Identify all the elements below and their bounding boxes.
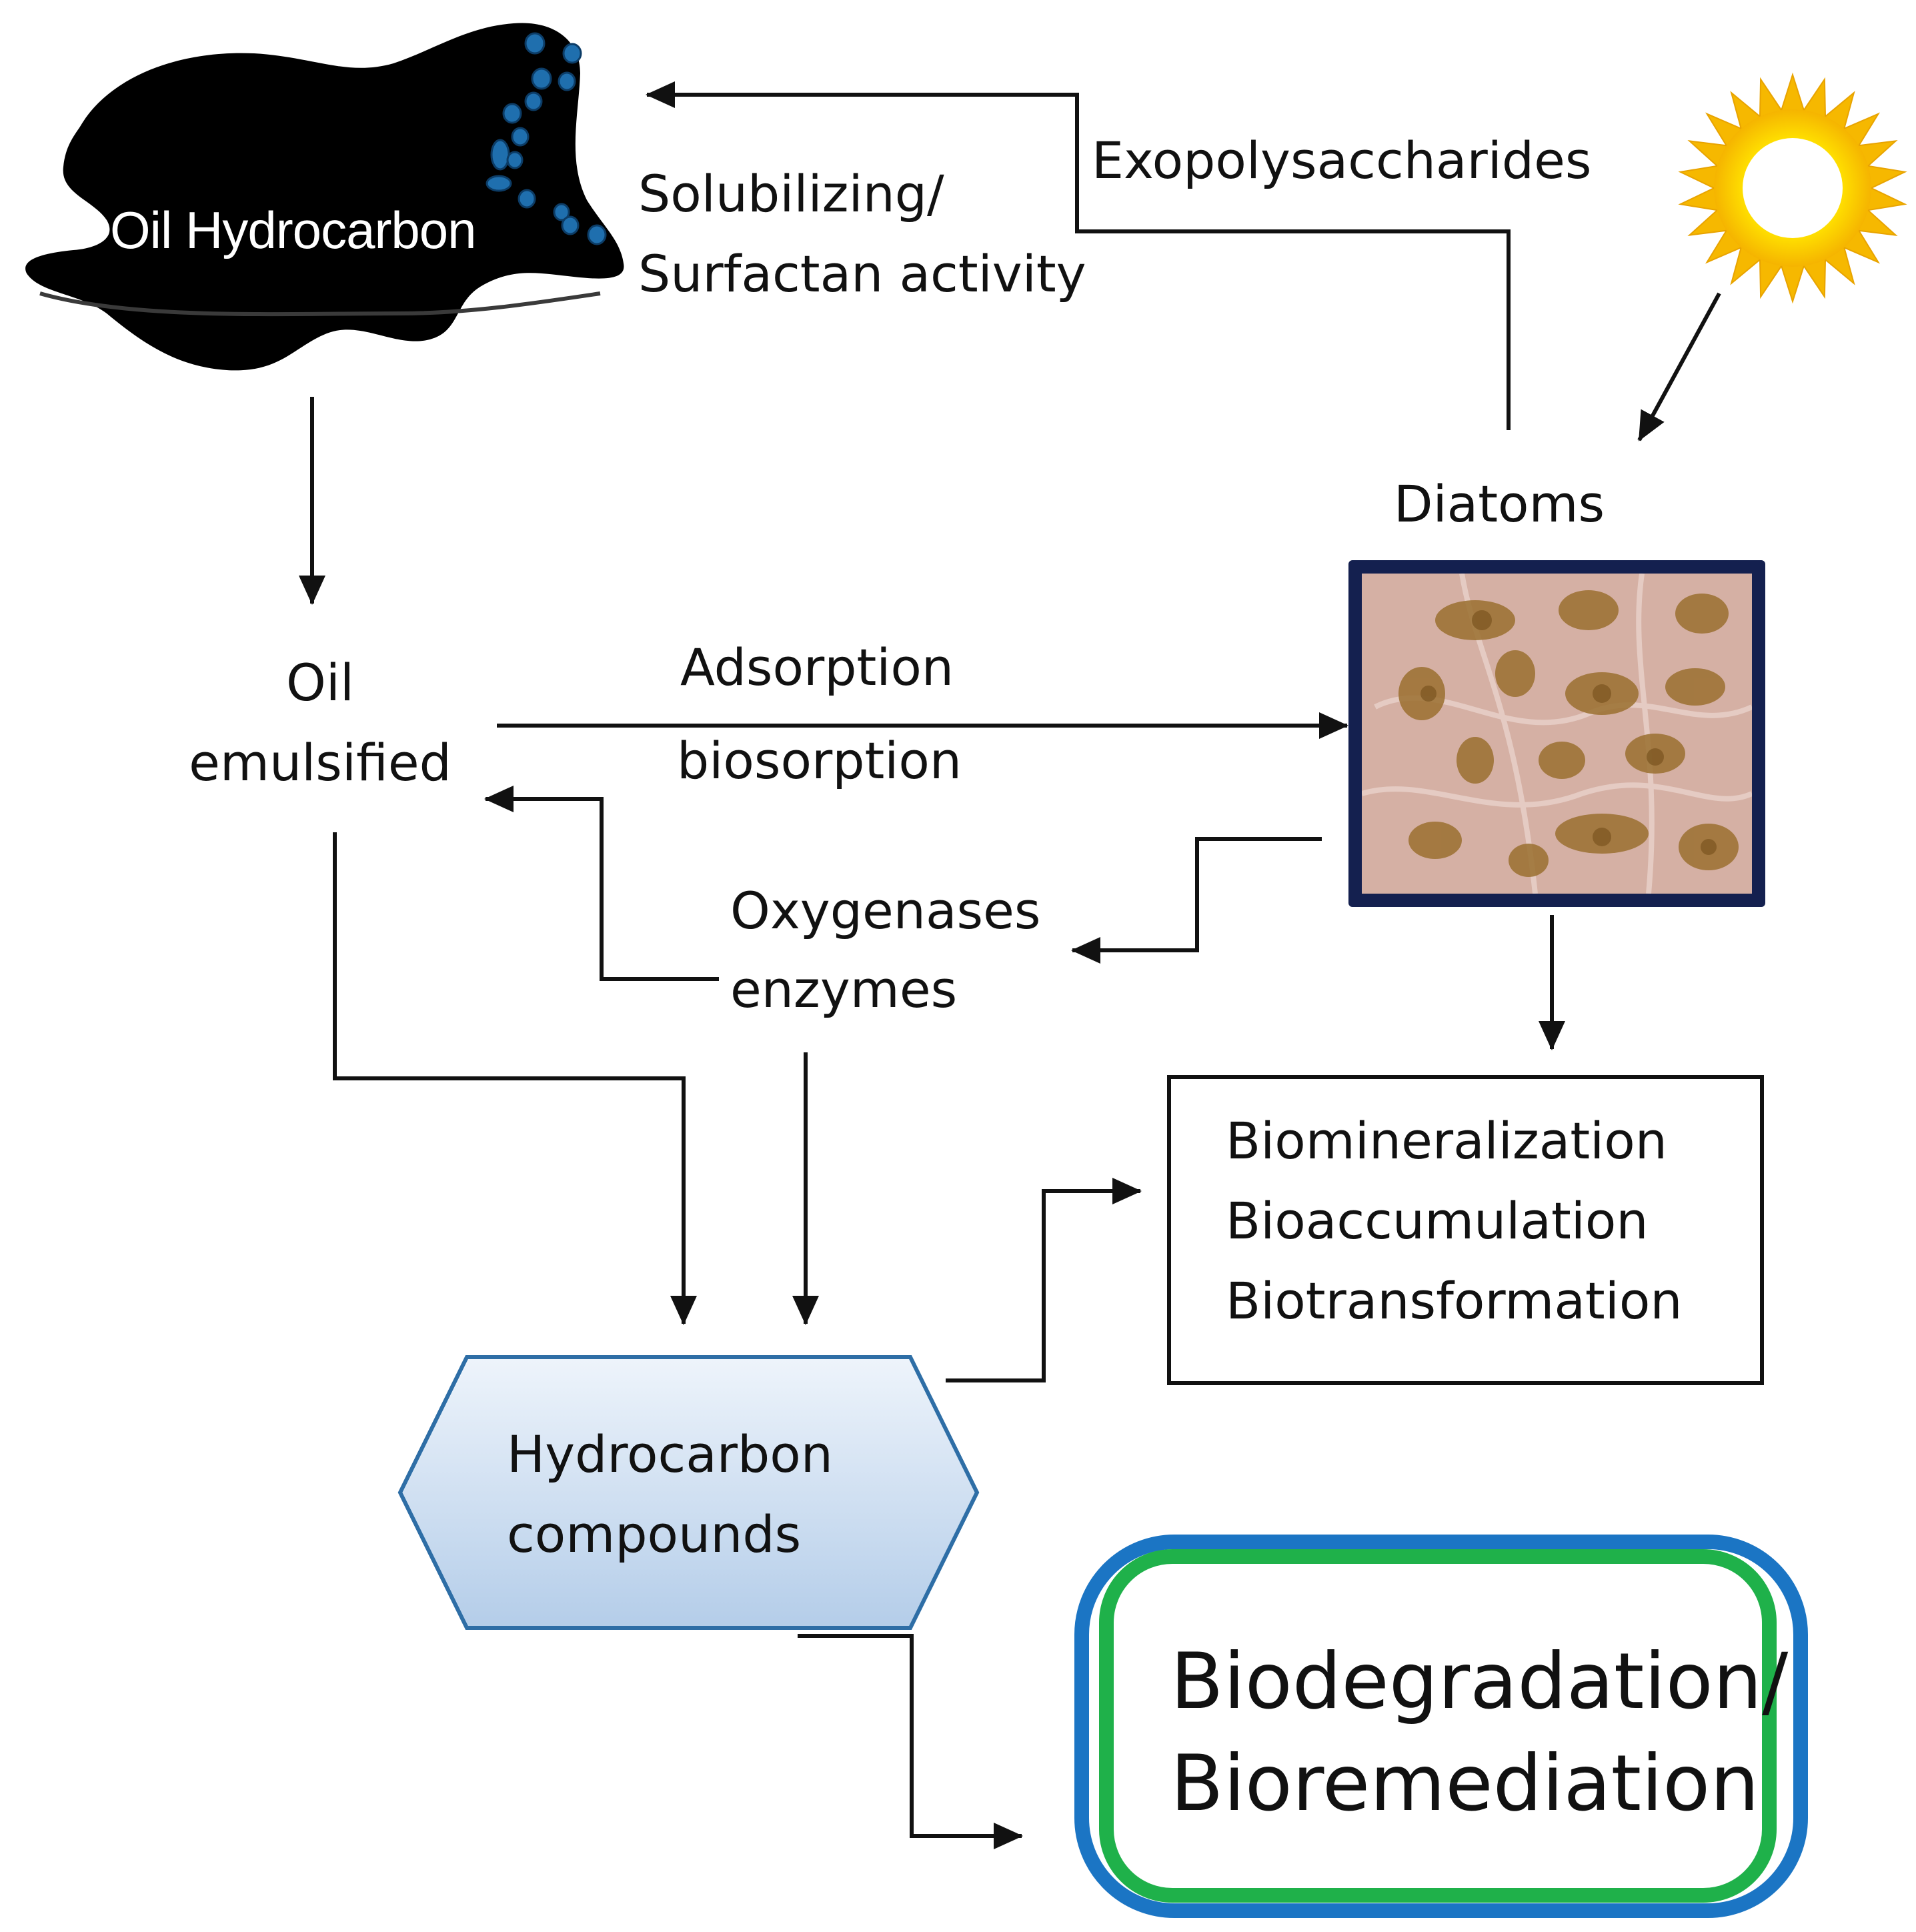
biodegradation-label: Biodegradation/ bbox=[1170, 1637, 1789, 1727]
processes-box: Biomineralization Bioaccumulation Biotra… bbox=[1167, 1075, 1764, 1385]
arrow-hydrocarbon-to-processes bbox=[946, 1178, 1142, 1382]
oil-emulsified-label-line2: emulsified bbox=[189, 733, 451, 792]
biosorption-label: biosorption bbox=[677, 731, 962, 790]
enzymes-label: enzymes bbox=[730, 960, 958, 1019]
biotransformation-label: Biotransformation bbox=[1226, 1271, 1683, 1330]
exopolysaccharides-label: Exopolysaccharides bbox=[1092, 131, 1592, 190]
hydrocarbon-compounds-shape bbox=[397, 1355, 980, 1630]
biomineralization-label: Biomineralization bbox=[1226, 1111, 1667, 1170]
arrow-hydrocarbon-to-outcome bbox=[798, 1634, 1023, 1849]
solubilizing-label: Solubilizing/ bbox=[638, 164, 944, 223]
oxygenases-label: Oxygenases bbox=[730, 881, 1041, 940]
bioremediation-label: Bioremediation bbox=[1170, 1739, 1759, 1829]
outcome-label: Biodegradation/ Bioremediation bbox=[1170, 1631, 1788, 1835]
arrow-diatoms-to-oxygenases bbox=[1071, 837, 1322, 964]
oil-emulsified-label-line1: Oil bbox=[285, 653, 355, 712]
arrow-emulsified-to-hydrocarbon bbox=[333, 832, 697, 1325]
hydrocarbon-compounds-label-line1: Hydrocarbon bbox=[507, 1424, 833, 1484]
oil-hydrocarbon-label: Oil Hydrocarbon bbox=[110, 201, 477, 259]
arrow-exopolysaccharides-to-oil bbox=[646, 81, 1511, 430]
arrow-oxygenases-to-emulsified bbox=[484, 786, 719, 981]
outcome-inner-border bbox=[1099, 1549, 1777, 1903]
diatom-micrograph-image bbox=[1348, 560, 1765, 907]
hydrocarbon-compounds-label-line2: compounds bbox=[507, 1505, 802, 1564]
arrow-sun-to-diatoms bbox=[1637, 292, 1721, 441]
bioaccumulation-label: Bioaccumulation bbox=[1226, 1191, 1649, 1250]
surfactant-activity-label: Surfactan activity bbox=[638, 244, 1086, 303]
adsorption-label: Adsorption bbox=[680, 638, 954, 697]
sun-icon bbox=[1678, 72, 1907, 304]
oil-spill-icon bbox=[25, 23, 624, 371]
diatoms-label: Diatoms bbox=[1394, 474, 1605, 534]
